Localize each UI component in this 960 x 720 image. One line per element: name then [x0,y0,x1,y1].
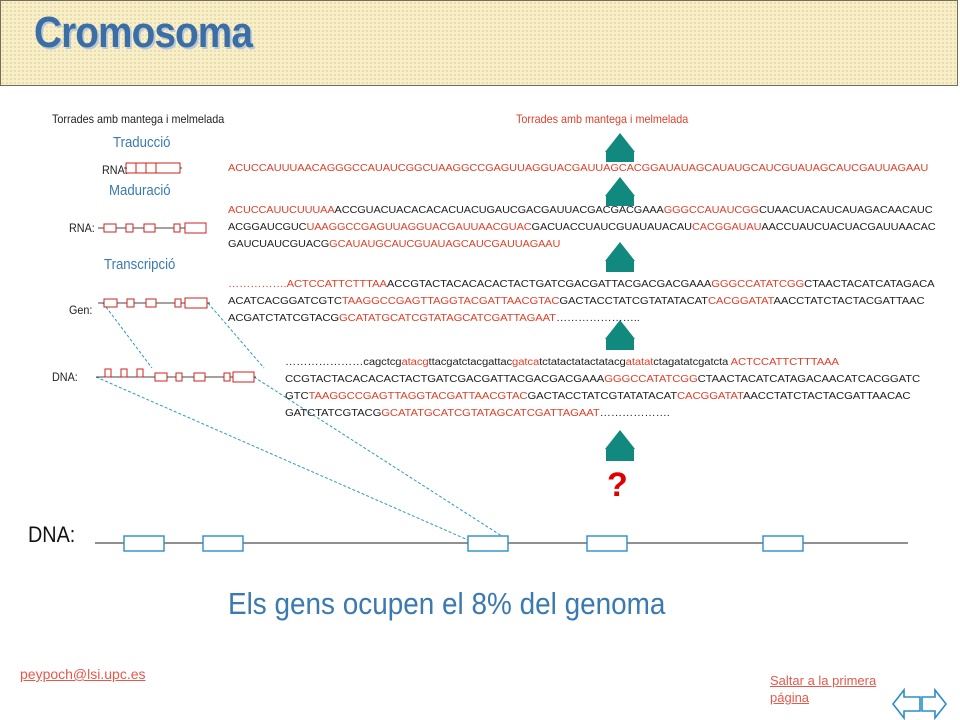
sequence-plain: ACCGTACTACACACACTACTGATCGACGATTACGACGACG… [386,279,712,290]
gene-schematic [98,297,210,309]
sequence-plain: ctagatatcgatcta [653,357,731,368]
sequence-plain: GACTACCTATCGTATATACAT [527,391,678,402]
sequence-plain: …………………cagctcg [285,357,402,368]
sequence-plain: GACTACCTATCGTATATACAT [559,296,708,307]
sequence-highlight: ACTCCATTCTTTAAA [730,357,839,368]
sequence-plain: GACUACCUAUCGUAUAUACAU [531,222,693,233]
dna-segment-schematic [96,368,256,383]
connector-line [207,302,265,369]
sequence-line: ACGGAUCGUCUAAGGCCGAGUUAGGUACGAUUAACGUACG… [228,219,936,236]
gene-box [123,535,165,552]
mrna-exon-schematic [124,162,182,174]
sequence-plain: ………………. [599,408,670,419]
jump-to-first-page-link[interactable]: Saltar a la primera página [770,673,877,705]
up-arrow-icon [605,177,635,206]
sequence-highlight: ACUCCAUUUAACAGGGCCAUAUCGGCUAAGGCCGAGUUAG… [228,163,929,174]
sequence-plain: CTAACTACATCATAGACAACATCACGGATC [697,374,921,385]
sequence-line: ACGATCTATCGTACGGCATATGCATCGTATAGCATCGATT… [228,310,934,327]
connector-lines [95,302,509,541]
sequence-line: GTCTAAGGCCGAGTTAGGTACGATTAACGTACGACTACCT… [285,388,920,405]
sequence-gene: …………….ACTCCATTCTTTAAACCGTACTACACACACTACT… [228,276,935,327]
sequence-plain: ACGATCTATCGTACG [228,313,339,324]
page-title: Cromosoma [34,8,253,57]
sequence-highlight: GGGCCATATCGG [604,374,698,385]
question-mark: ? [607,466,628,504]
sequence-plain: AACCTATCTACTACGATTAAC [773,296,925,307]
sequence-highlight: GCAUAUGCAUCGUAUAGCAUCGAUUAGAAU [329,239,561,250]
sequence-plain: ………………….. [555,313,640,324]
sequence-plain: CUAACUACAUCAUAGACAACAUC [758,205,933,216]
sequence-plain: GATCTATCGTACG [285,408,382,419]
process-arrows [605,133,635,461]
sequence-plain: ACATCACGGATCGTC [228,296,342,307]
sequence-highlight: TAAGGCCGAGTTAGGTACGATTAACGTAC [308,391,528,402]
gene-box [202,535,244,552]
sequence-highlight: GCATATGCATCGTATAGCATCGATTAGAAT [381,408,600,419]
sequence-highlight: atacg [401,357,429,368]
label-dna-small: DNA: [52,370,78,384]
sequence-plain: GAUCUAUCGUACG [228,239,330,250]
sequence-plain: ACCGUACUACACACACUACUGAUCGACGAUUACGACGACG… [334,205,664,216]
chromosome-dna-line [95,535,908,552]
sequence-highlight: GCATATGCATCGTATAGCATCGATTAGAAT [338,313,556,324]
sequence-highlight: UAAGGCCGAGUUAGGUACGAUUAACGUAC [306,222,532,233]
caption-left: Torrades amb mantega i melmelada [52,112,225,126]
gene-box [586,535,628,552]
nav-left-arrow-icon[interactable] [891,687,921,720]
label-rna-mature: RNA: [102,163,128,177]
sequence-plain: CTAACTACATCATAGACA [804,279,935,290]
sequence-highlight: ACUCCAUUCUUUAA [228,205,335,216]
sequence-plain: ttacgatctacgattac [428,357,513,368]
connector-line [102,302,153,369]
up-arrow-icon [605,320,635,350]
sequence-dna: …………………cagctcgatacgttacgatctacgattacgatc… [285,354,920,422]
sequence-plain: AACCTATCTACTACGATTAACAC [742,391,911,402]
up-arrow-icon [605,133,635,162]
pre-rna-schematic [98,222,207,234]
connector-line [95,376,469,541]
sequence-highlight: GGGCCATATCGG [711,279,805,290]
sequence-highlight: atatat [625,357,654,368]
sequence-pre-rna: ACUCCAUUCUUUAAACCGUACUACACACACUACUGAUCGA… [228,202,936,253]
sequence-line: GATCTATCGTACGGCATATGCATCGTATAGCATCGATTAG… [285,405,920,422]
label-gen: Gen: [69,303,93,317]
sequence-highlight: …………….ACTCCATTCTTTAA [228,279,387,290]
up-arrow-icon [605,242,635,272]
sequence-highlight: GGGCCAUAUCGG [663,205,759,216]
label-rna-pre: RNA: [69,221,95,235]
sequence-line: CCGTACTACACACACTACTGATCGACGATTACGACGACGA… [285,371,920,388]
sequence-plain: ACGGAUCGUC [228,222,307,233]
sequence-line: ACUCCAUUCUUUAAACCGUACUACACACACUACUGAUCGA… [228,202,936,219]
sequence-highlight: CACGGAUAU [691,222,762,233]
sequence-line: ACATCACGGATCGTCTAAGGCCGAGTTAGGTACGATTAAC… [228,293,934,310]
sequence-line: ACUCCAUUUAACAGGGCCAUAUCGGCUAAGGCCGAGUUAG… [228,160,928,177]
title-banner [0,0,958,86]
sequence-line: …………….ACTCCATTCTTTAAACCGTACTACACACACTACT… [228,276,935,293]
connector-line [253,376,509,541]
headline-statement: Els gens ocupen el 8% del genoma [228,586,666,621]
gene-box [762,535,804,552]
caption-right: Torrades amb mantega i melmelada [516,112,689,126]
stage-transcripcio: Transcripció [104,256,176,273]
nav-right-arrow-icon[interactable] [921,687,948,720]
sequence-highlight: CACGGATAT [677,391,743,402]
sequence-line: …………………cagctcgatacgttacgatctacgattacgatc… [285,354,920,371]
gene-box [467,535,509,552]
sequence-plain: tctatactatactatacg [539,357,626,368]
email-link[interactable]: peypoch@lsi.upc.es [20,666,146,682]
sequence-plain: GTC [285,391,309,402]
sequence-plain: CCGTACTACACACACTACTGATCGACGATTACGACGACGA… [285,374,605,385]
up-arrow-icon [605,430,635,461]
stage-traduccio: Traducció [113,134,171,151]
nav-controls [891,687,948,720]
sequence-highlight: CACGGATAT [707,296,774,307]
stage-maduracio: Maduració [109,182,171,199]
sequence-mrna: ACUCCAUUUAACAGGGCCAUAUCGGCUAAGGCCGAGUUAG… [228,160,928,177]
sequence-line: GAUCUAUCGUACGGCAUAUGCAUCGUAUAGCAUCGAUUAG… [228,236,936,253]
sequence-highlight: gatca [512,357,540,368]
sequence-highlight: TAAGGCCGAGTTAGGTACGATTAACGTAC [341,296,560,307]
label-dna-main: DNA: [28,522,76,547]
sequence-plain: AACCUAUCUACUACGAUUAACAC [761,222,936,233]
